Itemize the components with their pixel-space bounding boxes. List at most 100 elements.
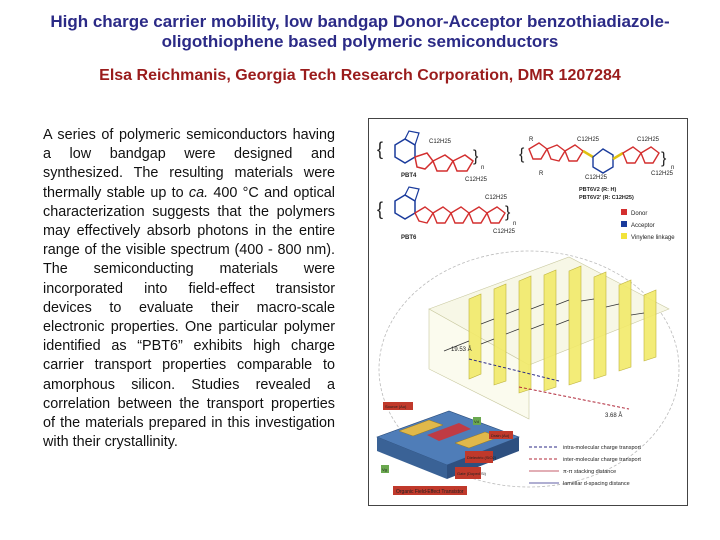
title-line-1: High charge carrier mobility, low bandga… [50, 12, 670, 31]
thiophene-4 [622, 146, 642, 164]
thiadiazole-ring [404, 186, 420, 202]
repeat-n: n [513, 221, 516, 227]
transport-legend: intra-molecular charge transport inter-m… [529, 445, 641, 487]
thiophene-3 [452, 154, 474, 172]
dielectric-label: Dielectric (SiO2) [467, 455, 497, 460]
intra-transport-arrow [468, 358, 560, 382]
lamella-3 [518, 275, 532, 394]
legend-swatch-vinylene [621, 233, 627, 239]
repeat-n: n [671, 165, 674, 171]
repeat-n: n [481, 165, 484, 171]
zoom-outline [378, 250, 680, 488]
legend-donor: Donor [631, 211, 647, 217]
vinylene-1 [582, 149, 594, 159]
body-text-italic: ca. [188, 184, 209, 201]
side-chains [480, 298, 645, 345]
thiophene-5 [486, 206, 506, 224]
pi-stacking-label: 3.68 Å [605, 412, 622, 419]
legend-acceptor: Acceptor [631, 223, 655, 229]
body-text-part-2: 400 °C and optical characterization sugg… [43, 184, 335, 451]
side-chain-7 [555, 299, 570, 306]
alkyl-label-1: C12H25 [485, 195, 508, 201]
thiophene-3 [564, 144, 584, 162]
alkyl-label-4: C12H25 [651, 171, 674, 177]
bracket-open: { [377, 199, 383, 219]
gate-label-box [455, 467, 481, 479]
bracket-open: { [377, 139, 383, 159]
thiophene-3 [450, 206, 470, 224]
author-line: Elsa Reichmanis, Georgia Tech Research C… [99, 67, 621, 84]
alkyl-label-3: C12H25 [585, 175, 608, 181]
vinylene-2 [612, 151, 624, 161]
lamella-8 [643, 289, 657, 362]
thiophene-1 [528, 142, 548, 160]
legend-intra-text: intra-molecular charge transport [563, 445, 641, 451]
vg-box [381, 465, 389, 473]
body-paragraph: A series of polymeric semiconductors hav… [43, 126, 335, 452]
lamella-2 [493, 283, 507, 386]
alkyl-label-2: C12H25 [637, 137, 660, 143]
bracket-close: } [661, 150, 667, 167]
bracket-open: { [519, 146, 525, 163]
vd-box [473, 417, 481, 425]
benzothiadiazole-ring [592, 148, 614, 174]
slide-title: High charge carrier mobility, low bandga… [0, 12, 720, 52]
label-pbt6: PBT6 [401, 235, 417, 241]
side-chain-11 [630, 312, 645, 316]
legend-inter-text: inter-molecular charge transport [563, 457, 641, 463]
device-source-electrode [398, 419, 444, 437]
bracket-close: } [473, 148, 479, 165]
source-label: Source (Au) [385, 404, 407, 409]
side-chain-1 [480, 318, 495, 325]
label-pbt4: PBT4 [401, 173, 417, 179]
bracket-close: } [505, 204, 511, 221]
crystal-packing: 19.53 Å 3.68 Å [378, 250, 680, 488]
side-chain-3 [505, 308, 520, 315]
lamella-7 [618, 279, 632, 372]
side-chain-9 [580, 298, 595, 302]
alkyl-label-2: C12H25 [465, 177, 488, 183]
drain-label-box [489, 431, 513, 439]
structure-pbt6v2: R { } n C12H25 C12H25 C12H25 C12H25 R PB… [519, 137, 674, 201]
dielectric-label-box [465, 451, 493, 463]
device-side-left [377, 437, 447, 479]
legend-swatch-acceptor [621, 221, 627, 227]
vd-label: Vd [474, 419, 479, 424]
r-label: R [529, 137, 534, 143]
legend-lamellar-text: lamellar d-spacing distance [563, 481, 630, 487]
thiophene-5 [640, 146, 660, 164]
body-text-part-1: A series of polymeric semiconductors hav… [43, 127, 335, 201]
structure-pbt4: { } n C12H25 C12H25 PBT4 [377, 130, 488, 183]
drain-label: Drain (Au) [491, 433, 510, 438]
label-pbt6v2-prime: PBT6V2' (R: C12H25) [579, 195, 634, 201]
legend-vinylene: Vinylene linkage [631, 235, 675, 241]
figure-panel: { } n C12H25 C12H25 PBT4 { } n C12H25 C1… [368, 118, 688, 506]
lamella-6 [593, 271, 607, 380]
lamellae-group [468, 265, 657, 394]
ofet-caption: Organic Field-Effect Transistor [396, 489, 464, 495]
d-spacing-marker [443, 340, 470, 352]
unit-legend: Donor Acceptor Vinylene linkage [621, 209, 675, 241]
title-line-2: oligothiophene based polymeric semicondu… [161, 32, 559, 51]
d-spacing-label: 19.53 Å [451, 346, 472, 353]
inter-transport-arrow [518, 386, 630, 410]
thiophene-1 [414, 152, 434, 170]
source-label-box [383, 402, 413, 410]
alkyl-label-1: C12H25 [577, 137, 600, 143]
lamella-5 [568, 265, 582, 386]
vg-label: Vg [382, 467, 387, 472]
side-chain-5 [530, 303, 545, 310]
side-chain-4 [505, 328, 520, 335]
legend-pi-text: π-π stacking distance [563, 469, 616, 475]
thiadiazole-ring [404, 130, 420, 146]
lamella-4 [543, 269, 557, 392]
side-chain-8 [555, 319, 570, 326]
legend-swatch-donor [621, 209, 627, 215]
alkyl-label-1: C12H25 [429, 139, 452, 145]
alkyl-label-2: C12H25 [493, 229, 516, 235]
gate-label: Gate (Doped Si) [457, 471, 487, 476]
thiophene-1 [414, 206, 434, 224]
thiophene-2 [546, 144, 566, 162]
r-label-2: R [539, 171, 544, 177]
device-channel [427, 423, 471, 441]
